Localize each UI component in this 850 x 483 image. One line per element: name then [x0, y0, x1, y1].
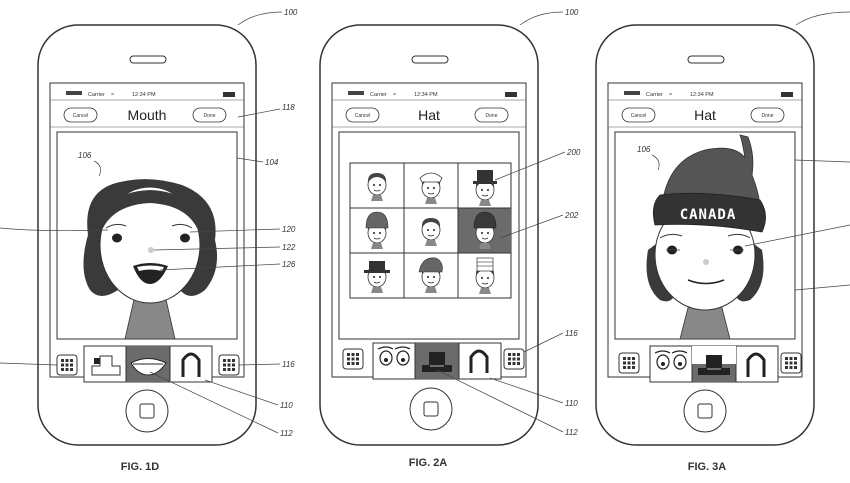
earpiece	[688, 56, 724, 63]
hat-option-grid	[350, 163, 511, 298]
done-label: Done	[762, 113, 774, 119]
category-strip[interactable]	[373, 343, 501, 379]
menu-grid-icon-right[interactable]	[504, 349, 524, 369]
figure-label: FIG. 2A	[409, 457, 448, 469]
avatar-nose	[703, 259, 709, 265]
nav-title: Mouth	[128, 107, 167, 123]
wifi-icon: ≈	[111, 92, 114, 98]
ref-mouth: 126	[282, 260, 296, 269]
ref-avatar: 106	[637, 145, 651, 154]
wifi-icon: ≈	[669, 92, 672, 98]
menu-grid-icon-left[interactable]	[619, 353, 639, 373]
ref-device: 100	[565, 8, 579, 17]
ref-device: 100	[284, 8, 298, 17]
ref-selected-category: 112	[565, 428, 578, 437]
cancel-label: Cancel	[73, 113, 89, 119]
battery-icon	[781, 92, 793, 97]
nav-title: Hat	[694, 107, 716, 123]
ref-eye: 120	[282, 225, 296, 234]
ref-display-area: 104	[265, 158, 279, 167]
signal-icon	[624, 91, 640, 95]
hat-text: CANADA	[680, 207, 737, 223]
figure-3a: Carrier ≈ 12:34 PM Cancel Hat Done CANAD…	[596, 12, 850, 473]
ref-category-strip: 110	[565, 399, 578, 408]
status-carrier: Carrier	[646, 92, 663, 98]
ref-selected-category: 112	[280, 429, 293, 438]
status-time: 12:34 PM	[414, 92, 438, 98]
status-carrier: Carrier	[370, 92, 387, 98]
category-strip[interactable]	[84, 346, 212, 382]
earpiece	[412, 56, 448, 63]
battery-icon	[223, 92, 235, 97]
ref-avatar: 106	[78, 151, 92, 160]
menu-grid-icon-right[interactable]	[781, 353, 801, 373]
ref-nav-bar: 118	[282, 103, 295, 112]
earpiece	[130, 56, 166, 63]
ref-menu-button: 116	[282, 360, 295, 369]
ref-category-strip: 110	[280, 401, 293, 410]
figure-label: FIG. 1D	[121, 461, 160, 473]
cancel-label: Cancel	[355, 113, 371, 119]
ref-option-grid: 200	[566, 148, 581, 157]
figure-label: FIG. 3A	[688, 461, 727, 473]
avatar-eye-left	[112, 234, 122, 243]
menu-grid-icon-left[interactable]	[57, 355, 77, 375]
done-label: Done	[486, 113, 498, 119]
ref-selected-option: 202	[564, 211, 579, 220]
menu-grid-icon-right[interactable]	[219, 355, 239, 375]
cancel-label: Cancel	[631, 113, 647, 119]
signal-icon	[348, 91, 364, 95]
signal-icon	[66, 91, 82, 95]
ref-nose: 122	[282, 243, 296, 252]
nav-title: Hat	[418, 107, 440, 123]
figure-2a: Carrier ≈ 12:34 PM Cancel Hat Done	[320, 8, 581, 469]
avatar-nose	[148, 247, 154, 253]
status-time: 12:34 PM	[690, 92, 714, 98]
avatar-eye-right	[180, 234, 190, 243]
wifi-icon: ≈	[393, 92, 396, 98]
figure-1d: Carrier ≈ 12:34 PM Cancel Mouth Done	[0, 8, 298, 473]
ref-menu-button: 116	[565, 329, 578, 338]
status-time: 12:34 PM	[132, 92, 156, 98]
menu-grid-icon-left[interactable]	[343, 349, 363, 369]
hat-category-icon[interactable]	[692, 346, 736, 375]
battery-icon	[505, 92, 517, 97]
category-strip[interactable]	[650, 346, 778, 382]
status-carrier: Carrier	[88, 92, 105, 98]
done-label: Done	[204, 113, 216, 119]
